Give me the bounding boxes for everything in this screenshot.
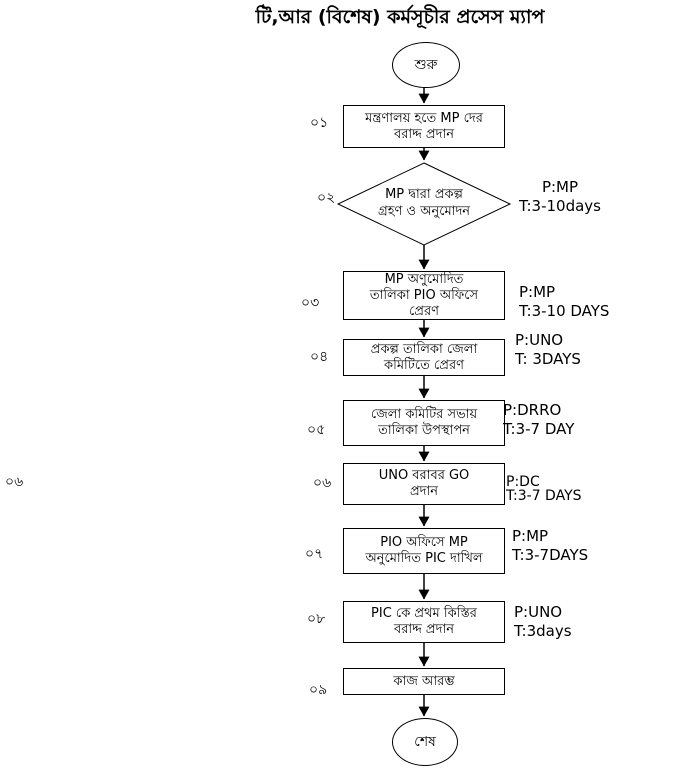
decision-diamond-label: MP দ্বারা প্রকল্প গ্রহণ ও অনুমোদন xyxy=(377,187,471,219)
end-node: শেষ xyxy=(392,718,458,766)
step-number-03: ০৩ xyxy=(301,295,320,311)
step-box-05: জেলা কমিটির সভায় তালিকা উপস্থাপন xyxy=(343,400,505,446)
step-box-03: MP অণুমোদিত তালিকা PIO অফিসে প্রেরণ xyxy=(343,271,505,320)
step-number-07: ০৭ xyxy=(305,546,324,562)
step-box-01: মন্ত্রণালয় হতে MP দের বরাদ্দ প্রদান xyxy=(343,105,505,148)
step-number-09: ০৯ xyxy=(309,682,328,698)
step-annotation-04: P:UNO T: 3DAYS xyxy=(515,331,581,368)
step-number-06: ০৬ xyxy=(313,475,332,491)
end-node-label: শেষ xyxy=(414,734,436,750)
step-annotation-02: P:MP T:3-10days xyxy=(518,178,602,215)
step-number-08: ০৮ xyxy=(307,611,326,627)
step-box-06: UNO বরাবর GO প্রদান xyxy=(343,463,505,505)
step-box-08: PIC কে প্রথম কিস্তির বরাদ্দ প্রদান xyxy=(343,601,505,643)
step-annotation-07: P:MP T:3-7DAYS xyxy=(512,527,589,564)
step-number-05: ০৫ xyxy=(307,422,326,438)
step-box-04: প্রকল্প তালিকা জেলা কমিটিতে প্রেরণ xyxy=(343,339,505,376)
step-annotation-06: P:DC T:3-7 DAYS xyxy=(506,474,582,504)
start-node-label: শুরু xyxy=(414,57,438,73)
decision-diamond-shape xyxy=(336,162,512,246)
step-box-07: PIO অফিসে MP অনুমোদিত PIC দাখিল xyxy=(343,528,505,574)
step-annotation-03: P:MP T:3-10 DAYS xyxy=(519,283,610,320)
step-annotation-08: P:UNO T:3days xyxy=(514,603,572,640)
margin-step-number-06: ০৬ xyxy=(5,474,24,490)
step-annotation-05: P:DRRO T:3-7 DAY xyxy=(503,401,575,438)
step-number-01: ০১ xyxy=(310,115,329,131)
start-node: শুরু xyxy=(392,42,460,88)
page-title: টি,আর (বিশেষ) কর্মসূচীর প্রসেস ম্যাপ xyxy=(255,6,545,28)
step-number-04: ০৪ xyxy=(310,349,329,365)
step-box-09: কাজ আরম্ভ xyxy=(343,668,505,695)
step-number-02: ০২ xyxy=(317,190,336,206)
